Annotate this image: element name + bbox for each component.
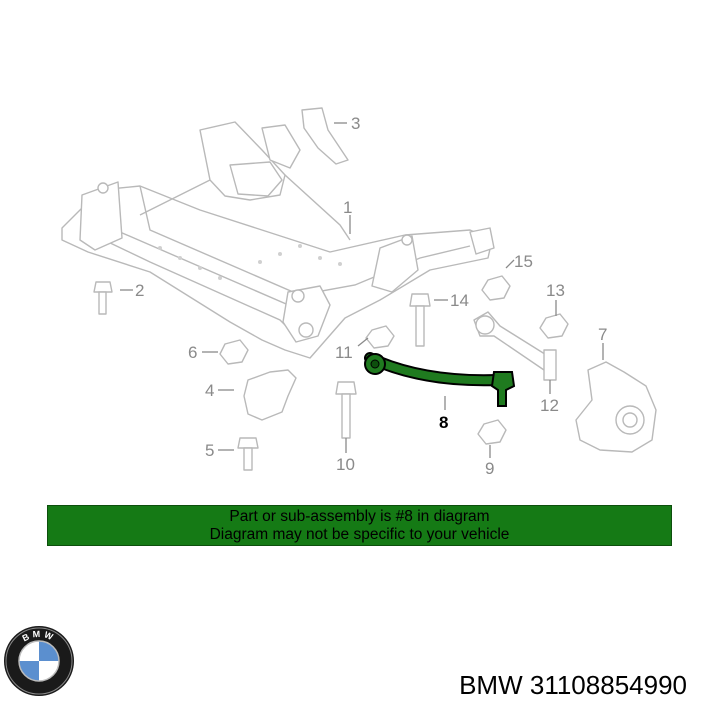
callout-15: 15	[514, 252, 533, 271]
banner-line-1: Part or sub-assembly is #8 in diagram	[229, 508, 490, 525]
control-arm-part-12	[473, 311, 557, 381]
nut-part-11	[365, 325, 395, 349]
nut-part-13	[539, 313, 569, 339]
callout-1: 1	[343, 198, 352, 217]
nut-part-6	[219, 339, 249, 365]
callout-7: 7	[598, 325, 607, 344]
callout-10: 10	[336, 455, 355, 474]
bracket-part-4	[243, 369, 297, 421]
nut-part-9	[477, 419, 507, 445]
brand-part-number: BMW 31108854990	[459, 670, 687, 701]
control-arm-part-8-highlighted	[364, 352, 516, 407]
callout-14: 14	[450, 291, 469, 310]
bolt-part-2	[93, 281, 113, 315]
callout-8: 8	[439, 413, 448, 432]
part-number: 31108854990	[529, 670, 687, 700]
knuckle-part-7	[575, 361, 657, 453]
callout-3: 3	[351, 114, 360, 133]
parts-diagram: 1 2 3 4 5 6 7 8 9 10 11 12 13 14 15	[61, 107, 657, 478]
nut-part-15	[481, 275, 511, 301]
callout-12: 12	[540, 396, 559, 415]
callout-13: 13	[546, 281, 565, 300]
bolt-part-10	[335, 381, 357, 439]
bmw-logo: BMW	[4, 626, 74, 696]
callout-6: 6	[188, 343, 197, 362]
subframe-drawing	[61, 121, 495, 359]
bolt-part-14	[409, 293, 431, 347]
callout-4: 4	[205, 381, 214, 400]
svg-text:BMW: BMW	[21, 629, 58, 644]
info-banner: Part or sub-assembly is #8 in diagram Di…	[47, 505, 672, 546]
callout-9: 9	[485, 459, 494, 478]
banner-line-2: Diagram may not be specific to your vehi…	[209, 526, 510, 543]
callout-5: 5	[205, 441, 214, 460]
leader-lines	[120, 122, 604, 458]
bolt-part-5	[237, 437, 259, 471]
bracket-part-3	[301, 107, 349, 165]
callout-2: 2	[135, 281, 144, 300]
callout-11: 11	[335, 343, 353, 362]
brand-name: BMW	[459, 670, 523, 700]
logo-lettering: BMW	[21, 629, 55, 644]
